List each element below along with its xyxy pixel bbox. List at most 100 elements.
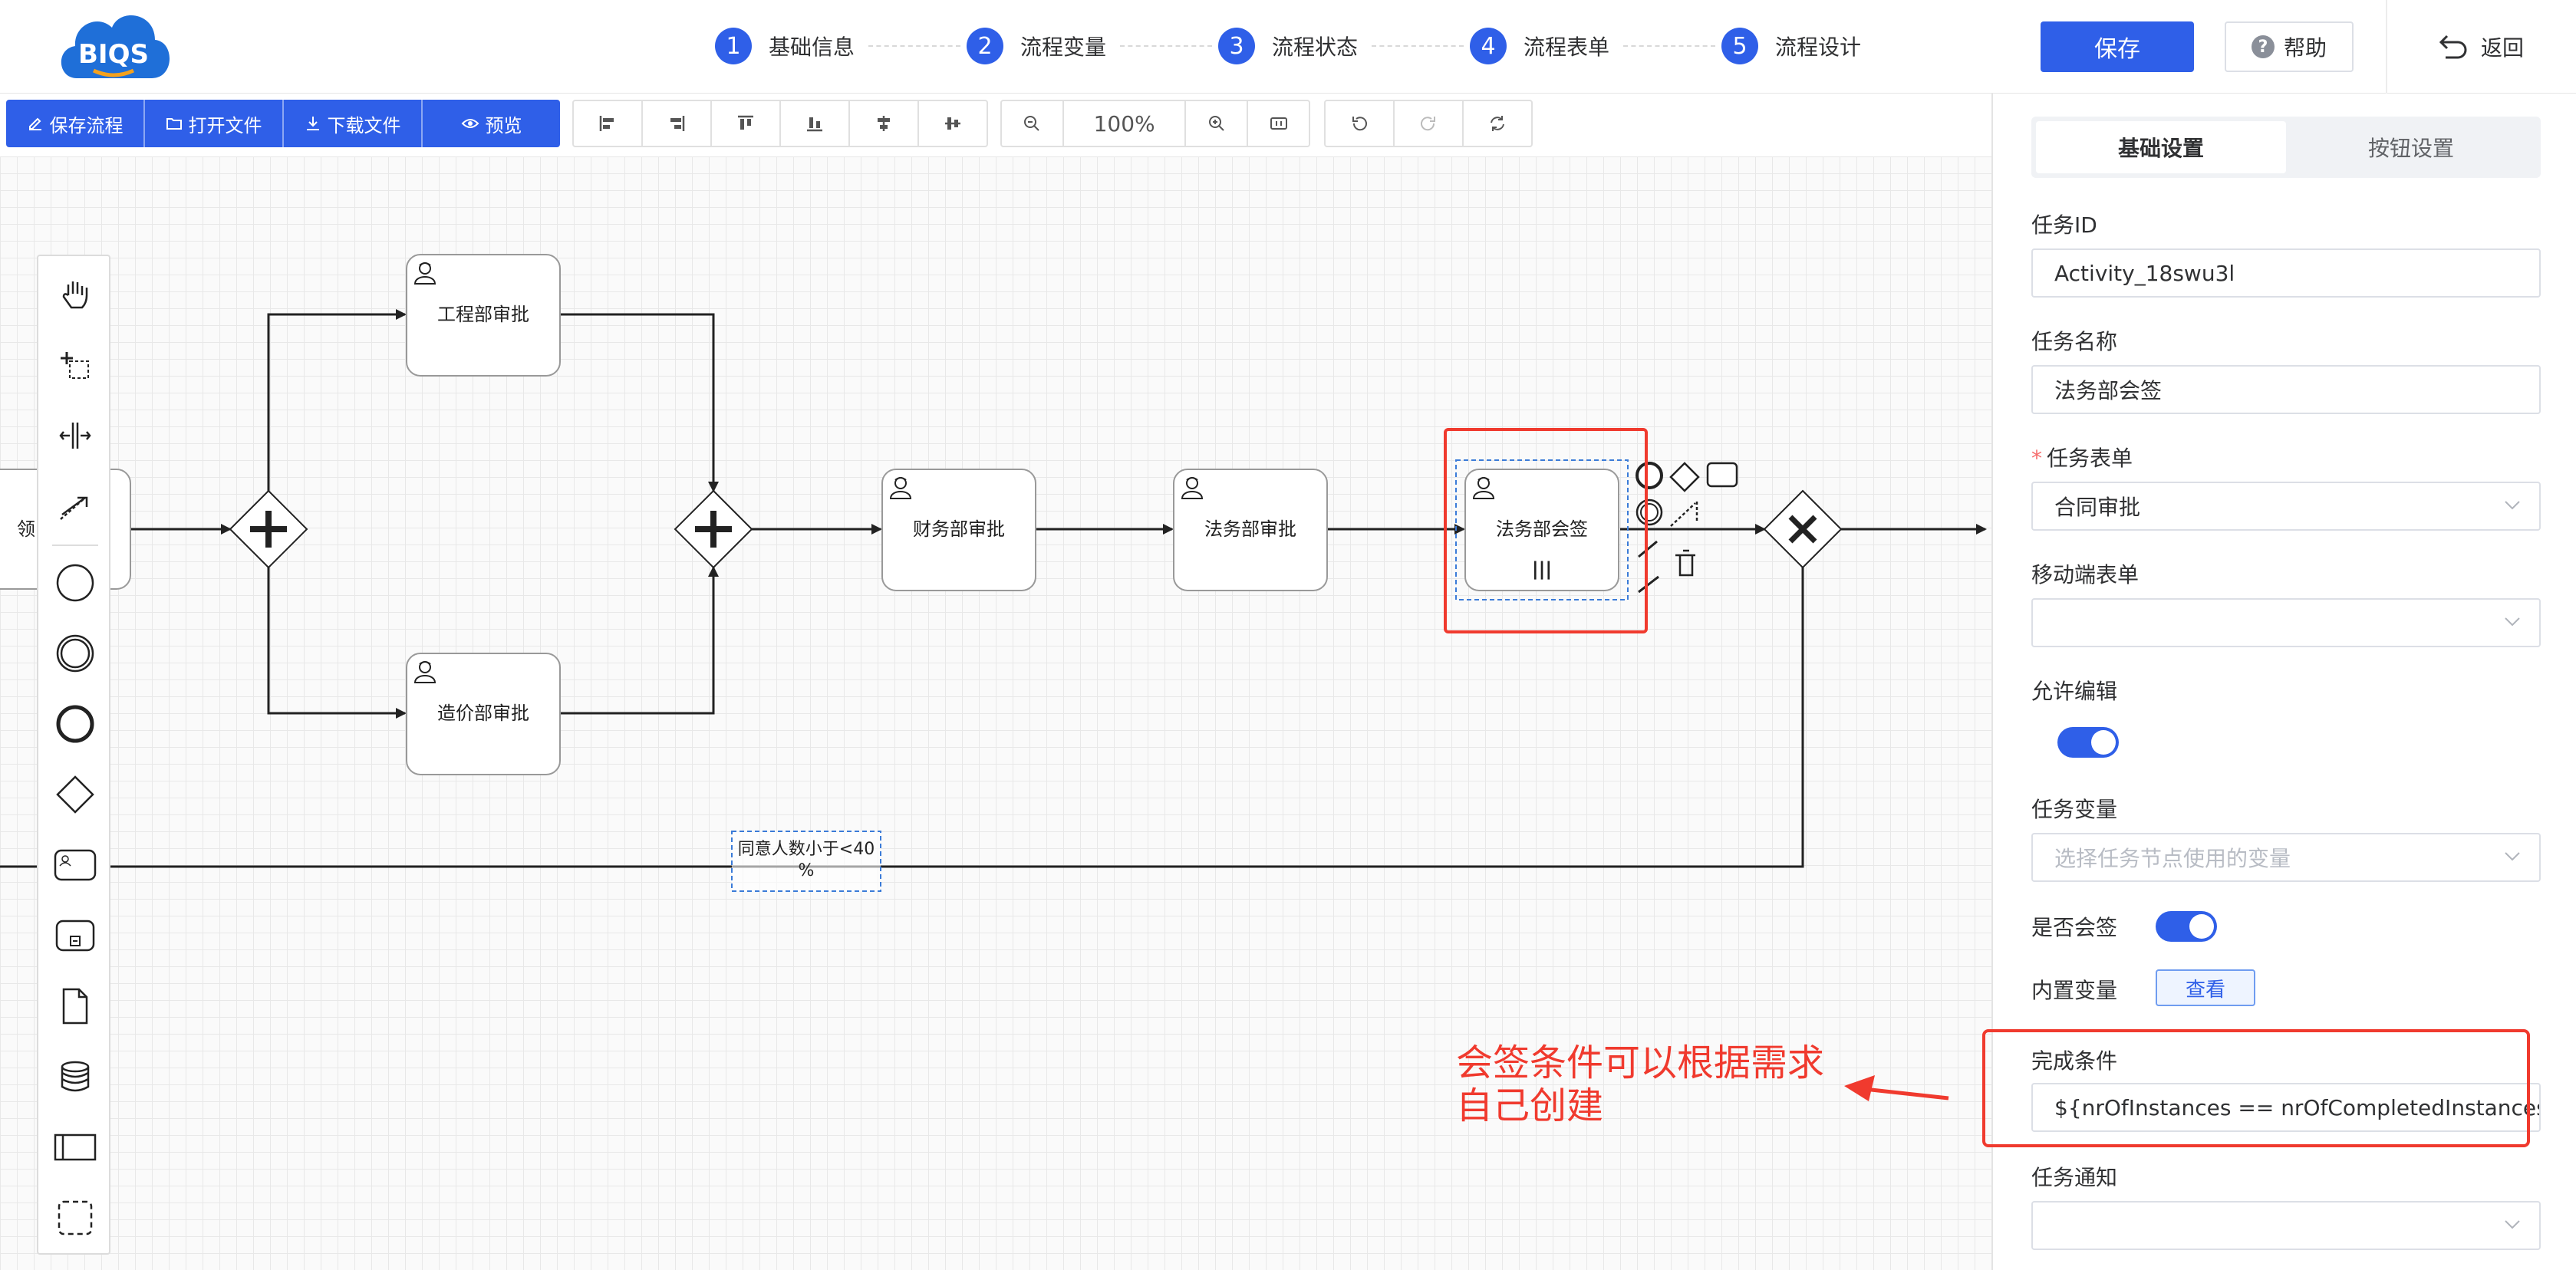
step-4-label: 流程表单 bbox=[1524, 35, 1610, 60]
save-button[interactable]: 保存 bbox=[2041, 21, 2194, 72]
redo-icon bbox=[1421, 117, 1435, 131]
annotation-text: 会签条件可以根据需求 自己创建 bbox=[1456, 1041, 1855, 1127]
subprocess-tool[interactable] bbox=[52, 913, 98, 959]
reset-button[interactable] bbox=[1464, 101, 1531, 146]
step-2-number: 2 bbox=[967, 28, 1003, 64]
step-1[interactable]: 1 基础信息 bbox=[715, 26, 855, 66]
notify-select[interactable] bbox=[2031, 1201, 2541, 1250]
align-center-button[interactable] bbox=[850, 101, 919, 146]
align-middle-icon bbox=[945, 117, 960, 130]
group-tool[interactable] bbox=[52, 1195, 98, 1241]
chevron-down-icon bbox=[2505, 501, 2520, 510]
gateway-tool[interactable] bbox=[52, 772, 98, 818]
context-pad[interactable] bbox=[1636, 462, 1738, 594]
align-bottom-button[interactable] bbox=[781, 101, 850, 146]
zoom-out-button[interactable] bbox=[1002, 101, 1064, 146]
mobile-form-select[interactable] bbox=[2031, 598, 2541, 647]
data-object-tool[interactable] bbox=[52, 983, 98, 1029]
task-vars-select[interactable]: 选择任务节点使用的变量 bbox=[2031, 833, 2541, 882]
tab-button-settings[interactable]: 按钮设置 bbox=[2367, 136, 2454, 161]
step-2-label: 流程变量 bbox=[1020, 35, 1107, 60]
open-file-button[interactable]: 打开文件 bbox=[145, 100, 284, 147]
step-5[interactable]: 5 流程设计 bbox=[1721, 26, 1861, 66]
align-left-button[interactable] bbox=[574, 101, 643, 146]
back-button[interactable]: 返回 bbox=[2438, 29, 2524, 64]
allow-edit-toggle[interactable] bbox=[2057, 727, 2119, 758]
builtin-vars-label: 内置变量 bbox=[2031, 978, 2118, 1003]
data-store-tool[interactable] bbox=[52, 1054, 98, 1100]
end-event-tool[interactable] bbox=[52, 701, 98, 747]
bpmn-canvas[interactable]: 领 工程部审批 造价部审批 财务 bbox=[0, 156, 1991, 1270]
start-event-tool[interactable] bbox=[52, 560, 98, 606]
align-right-button[interactable] bbox=[643, 101, 712, 146]
zoom-out-icon bbox=[1024, 116, 1040, 131]
task-form-label: *任务表单 bbox=[2031, 442, 2133, 472]
task-id-field[interactable]: Activity_18swu3l bbox=[2031, 248, 2541, 298]
align-top-icon bbox=[738, 115, 753, 130]
task-label: 工程部审批 bbox=[437, 304, 529, 325]
align-middle-button[interactable] bbox=[919, 101, 987, 146]
task-finance[interactable]: 财务部审批 bbox=[881, 469, 1036, 591]
space-tool[interactable] bbox=[52, 413, 98, 459]
pool-tool[interactable] bbox=[52, 1124, 98, 1170]
wrench-icon[interactable] bbox=[1638, 540, 1658, 558]
lasso-tool[interactable] bbox=[52, 342, 98, 388]
download-file-button[interactable]: 下载文件 bbox=[284, 100, 423, 147]
global-connect-tool[interactable] bbox=[52, 483, 98, 529]
flow-condition-label[interactable]: 同意人数小于<40 % bbox=[731, 831, 881, 892]
step-divider bbox=[1372, 45, 1464, 47]
hand-tool[interactable] bbox=[52, 271, 98, 318]
connect-arrow-icon[interactable] bbox=[1638, 575, 1659, 594]
step-3[interactable]: 3 流程状态 bbox=[1218, 26, 1358, 66]
annotation-line-1: 会签条件可以根据需求 bbox=[1456, 1041, 1825, 1084]
parallel-gateway[interactable] bbox=[229, 489, 308, 569]
back-label: 返回 bbox=[2481, 35, 2525, 61]
align-top-button[interactable] bbox=[712, 101, 781, 146]
preview-button[interactable]: 预览 bbox=[423, 100, 560, 147]
chevron-down-icon bbox=[2505, 1220, 2520, 1229]
align-toolbar bbox=[572, 100, 988, 147]
step-2[interactable]: 2 流程变量 bbox=[967, 26, 1106, 66]
zoom-in-button[interactable] bbox=[1186, 101, 1249, 146]
redo-button[interactable] bbox=[1395, 101, 1464, 146]
toggle-knob bbox=[2189, 914, 2214, 939]
subprocess-icon bbox=[55, 920, 95, 952]
end-event-icon bbox=[56, 705, 94, 743]
step-4[interactable]: 4 流程表单 bbox=[1470, 26, 1609, 66]
flow-label-line2: % bbox=[799, 861, 815, 880]
step-3-label: 流程状态 bbox=[1272, 35, 1359, 60]
delete-icon[interactable] bbox=[1675, 549, 1695, 577]
tab-basic-settings[interactable]: 基础设置 bbox=[2036, 121, 2286, 173]
step-1-label: 基础信息 bbox=[769, 35, 855, 60]
append-end-event-icon[interactable] bbox=[1636, 462, 1663, 489]
chevron-down-icon bbox=[2505, 617, 2520, 627]
task-cost[interactable]: 造价部审批 bbox=[406, 653, 561, 775]
align-right-icon bbox=[670, 116, 685, 131]
task-vars-placeholder: 选择任务节点使用的变量 bbox=[2054, 846, 2291, 871]
task-legal-countersign[interactable]: 法务部会签 ||| bbox=[1455, 459, 1629, 600]
help-button[interactable]: ? 帮助 bbox=[2225, 21, 2354, 72]
parallel-gateway[interactable] bbox=[674, 489, 753, 569]
exclusive-gateway[interactable] bbox=[1763, 489, 1843, 569]
save-process-button[interactable]: 保存流程 bbox=[6, 100, 145, 147]
task-form-select[interactable]: 合同审批 bbox=[2031, 482, 2541, 531]
palette-separator bbox=[52, 545, 98, 546]
intermediate-event-tool[interactable] bbox=[52, 630, 98, 676]
countersign-toggle[interactable] bbox=[2156, 911, 2217, 942]
append-gateway-icon[interactable] bbox=[1669, 462, 1700, 492]
connect-icon[interactable] bbox=[1670, 502, 1698, 527]
panel-tabs: 基础设置 按钮设置 bbox=[2031, 117, 2541, 178]
task-label: 造价部审批 bbox=[437, 702, 529, 724]
task-legal-approval[interactable]: 法务部审批 bbox=[1173, 469, 1328, 591]
task-engineering[interactable]: 工程部审批 bbox=[406, 254, 561, 377]
task-tool[interactable] bbox=[52, 842, 98, 888]
append-task-icon[interactable] bbox=[1706, 462, 1738, 488]
undo-button[interactable] bbox=[1326, 101, 1395, 146]
step-5-number: 5 bbox=[1721, 28, 1758, 64]
view-vars-button[interactable]: 查看 bbox=[2156, 969, 2255, 1006]
fit-view-button[interactable] bbox=[1248, 101, 1309, 146]
step-1-number: 1 bbox=[715, 28, 752, 64]
completion-condition-field[interactable]: ${nrOfInstances == nrOfCompletedInstance… bbox=[2031, 1083, 2541, 1132]
task-name-field[interactable]: 法务部会签 bbox=[2031, 365, 2541, 414]
task-name-label: 任务名称 bbox=[2031, 329, 2118, 354]
